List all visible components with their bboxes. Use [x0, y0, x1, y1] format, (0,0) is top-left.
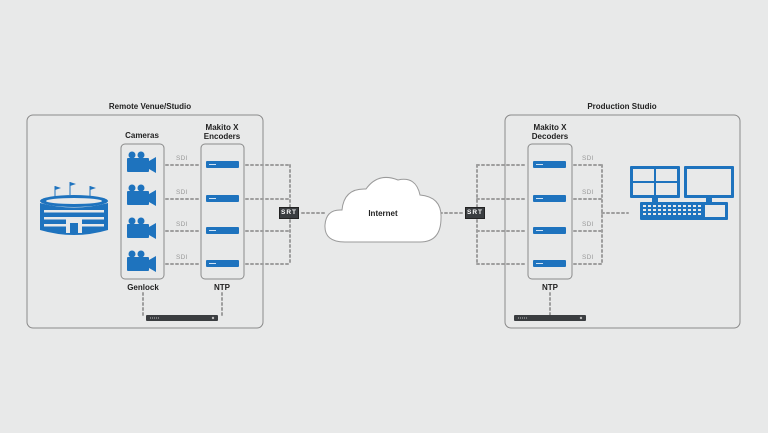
decoders-group: [527, 143, 573, 280]
sdi-label-dec-2: SDI: [582, 189, 594, 196]
sdi-label-cam-1: SDI: [176, 155, 188, 162]
sync-device-icon-left: [146, 315, 218, 321]
sdi-label-cam-2: SDI: [176, 189, 188, 196]
remote-venue-title: Remote Venue/Studio: [108, 102, 192, 111]
remote-venue-panel: [26, 114, 264, 329]
decoder-icon-2: [533, 195, 566, 202]
monitor-workstation-icon: [630, 166, 734, 220]
cameras-group: [120, 143, 165, 280]
sdi-label-cam-3: SDI: [176, 221, 188, 228]
decoder-icon-1: [533, 161, 566, 168]
genlock-label: Genlock: [127, 283, 159, 292]
encoder-icon-3: [206, 227, 239, 234]
decoder-icon-4: [533, 260, 566, 267]
camera-icon-1: [127, 151, 156, 173]
camera-icon-4: [127, 250, 156, 272]
encoders-group: [200, 143, 245, 280]
cloud-icon: [324, 177, 442, 243]
ntp-label-right: NTP: [542, 283, 558, 292]
camera-icon-2: [127, 184, 156, 206]
decoder-icon-3: [533, 227, 566, 234]
camera-icon-3: [127, 217, 156, 239]
internet-label: Internet: [368, 209, 398, 218]
srt-badge-left: SRT: [279, 207, 299, 219]
encoder-icon-4: [206, 260, 239, 267]
sdi-label-dec-3: SDI: [582, 221, 594, 228]
decoders-label-line2: Decoders: [531, 132, 569, 141]
encoder-icon-2: [206, 195, 239, 202]
sync-device-icon-right: [514, 315, 586, 321]
decoders-label-line1: Makito X: [533, 123, 567, 132]
cameras-label: Cameras: [125, 131, 159, 140]
sdi-label-dec-1: SDI: [582, 155, 594, 162]
encoder-icon-1: [206, 161, 239, 168]
ntp-label-left: NTP: [214, 283, 230, 292]
dotted-connections: [142, 164, 629, 319]
srt-badge-right: SRT: [465, 207, 485, 219]
sdi-label-dec-4: SDI: [582, 254, 594, 261]
production-studio-panel: [504, 114, 741, 329]
sdi-label-cam-4: SDI: [176, 254, 188, 261]
stadium-icon: [40, 182, 108, 235]
encoders-label-line1: Makito X: [205, 123, 239, 132]
encoders-label-line2: Encoders: [203, 132, 241, 141]
production-studio-title: Production Studio: [587, 102, 657, 111]
